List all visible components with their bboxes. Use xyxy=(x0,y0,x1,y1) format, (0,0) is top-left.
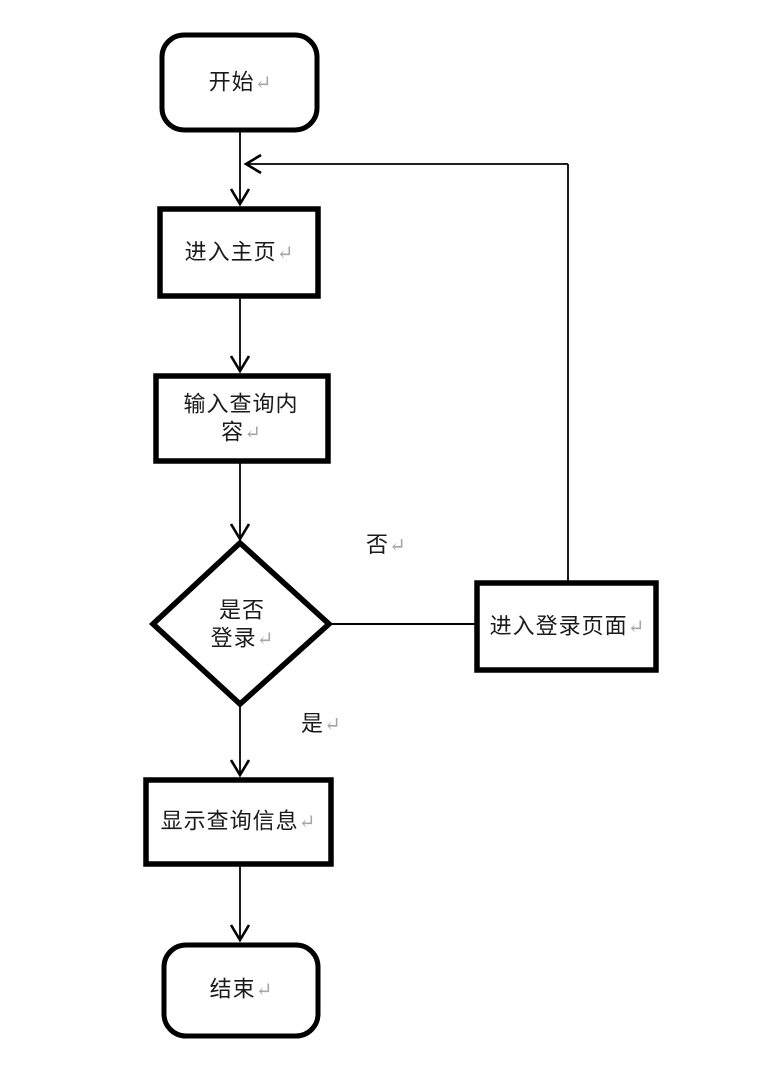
paragraph-mark: ↵ xyxy=(298,811,316,834)
arrowhead-into-decision xyxy=(229,523,251,542)
input-query-node-text-line2: 容 xyxy=(221,419,245,445)
start-terminator-shape xyxy=(159,32,320,133)
is-logged-in-node-text-line1: 是否 xyxy=(218,597,265,623)
paragraph-mark: ↵ xyxy=(256,628,274,651)
paragraph-mark: ↵ xyxy=(276,242,294,265)
enter-home-node-label: 进入主页↵ xyxy=(185,239,294,268)
paragraph-mark: ↵ xyxy=(389,535,406,557)
input-query-node-text-line1: 输入查询内 xyxy=(183,391,299,417)
paragraph-mark: ↵ xyxy=(244,422,261,445)
edge-label-yes: 是↵ xyxy=(301,706,341,738)
paragraph-mark: ↵ xyxy=(627,616,645,639)
end-terminator-shape xyxy=(161,942,321,1039)
enter-home-process-shape xyxy=(157,206,321,299)
paragraph-mark: ↵ xyxy=(255,979,273,1002)
start-node-label: 开始↵ xyxy=(209,69,272,98)
enter-login-process-shape xyxy=(474,580,659,673)
arrowhead-into-input xyxy=(229,355,251,374)
is-logged-in-node-text-line2: 登录 xyxy=(210,625,257,651)
paragraph-mark: ↵ xyxy=(324,714,341,736)
input-query-node-label: 输入查询内 容↵ xyxy=(183,391,298,448)
edge-label-no-text: 否 xyxy=(366,532,390,557)
enter-login-node-text: 进入登录页面 xyxy=(489,613,628,639)
enter-login-node-label: 进入登录页面↵ xyxy=(490,613,645,642)
show-results-process-shape xyxy=(143,777,334,867)
enter-home-node-text: 进入主页 xyxy=(184,239,277,265)
arrowhead-feedback-junction xyxy=(243,153,262,175)
show-results-node-label: 显示查询信息↵ xyxy=(161,808,316,837)
arrowhead-into-end xyxy=(229,924,251,943)
arrowhead-into-home xyxy=(229,188,251,207)
paragraph-mark: ↵ xyxy=(254,72,272,95)
end-node-label: 结束↵ xyxy=(210,976,273,1005)
edge-label-yes-text: 是 xyxy=(301,711,325,736)
start-node-text: 开始 xyxy=(208,69,255,95)
arrowhead-into-results xyxy=(229,759,251,778)
edge-label-no: 否↵ xyxy=(366,527,406,559)
show-results-node-text: 显示查询信息 xyxy=(160,808,299,834)
input-query-process-shape xyxy=(153,373,331,464)
end-node-text: 结束 xyxy=(209,976,256,1002)
is-logged-in-decision-shape xyxy=(148,539,334,708)
is-logged-in-node-label: 是否 登录↵ xyxy=(211,597,274,654)
